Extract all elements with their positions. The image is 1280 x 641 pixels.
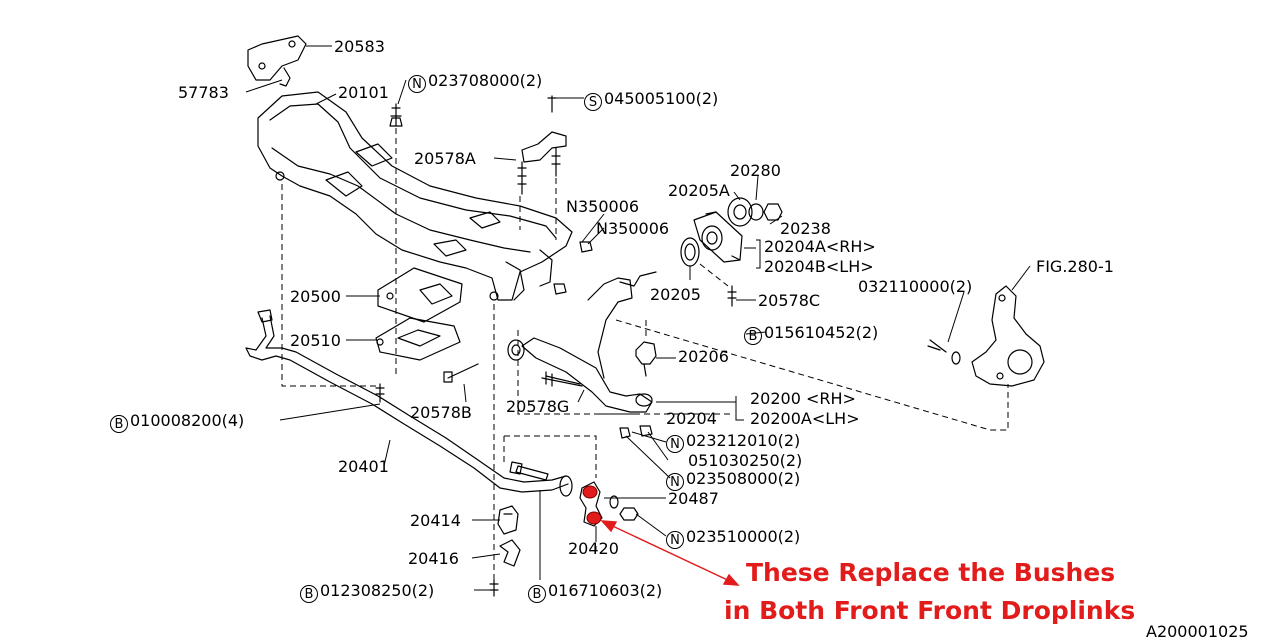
bolt-010008200 [375,383,385,403]
part-code: 015610452(2) [764,323,879,342]
bolt-symbol: B [110,415,128,433]
part-label-20401: 20401 [338,457,389,476]
callout-arrow [600,520,740,586]
bolt-20578B [443,363,479,383]
leader-lines [245,45,1031,591]
steering-knuckle [927,285,1045,387]
bolt-symbol: B [744,327,762,345]
part-label-20416: 20416 [408,549,459,568]
part-label-20578G: 20578G [506,397,570,416]
part-label-20487: 20487 [668,489,719,508]
screw-symbol: S [584,93,602,111]
part-label-20414: 20414 [410,511,461,530]
plate-20500 [377,267,463,323]
part-label-fig-280-1: FIG.280-1 [1036,257,1114,276]
washer-nut-group [609,425,653,521]
part-label-20280: 20280 [730,161,781,180]
ball-joint-20206 [635,341,657,377]
part-code: 016710603(2) [548,581,663,600]
part-label-20204B: 20204B<LH> [764,257,874,276]
part-label-20578C: 20578C [758,291,821,310]
stabilizer-bushing-20414 [497,505,519,535]
figure-id: A200001025 [1146,622,1249,641]
stabilizer-bar-20401 [245,309,573,497]
part-label-051030250: 051030250(2) [688,451,803,470]
bolt-023708000 [389,103,403,127]
part-code: 023508000(2) [686,469,801,488]
callout-line-2: in Both Front Front Droplinks [724,596,1136,625]
part-code: 023510000(2) [686,527,801,546]
part-label-20500: 20500 [290,287,341,306]
part-label-20578B: 20578B [410,403,472,422]
bolt-20578G [545,375,581,385]
callout-line-1: These Replace the Bushes [746,558,1116,587]
nut-symbol: N [666,435,684,453]
highlighted-droplink-bushes [582,485,602,525]
part-label-20205: 20205 [650,285,701,304]
part-label-20583: 20583 [334,37,385,56]
part-code: 012308250(2) [320,581,435,600]
droplink-upper-bush-highlight [582,485,598,499]
nut-symbol: N [666,531,684,549]
bolt-symbol: B [300,585,318,603]
part-label-20205A: 20205A [668,181,730,200]
nut-symbol: N [408,75,426,93]
assembly-dashed-lines [281,128,1009,592]
bushing-bracket-20204 [680,197,783,307]
part-label-57783: 57783 [178,83,229,102]
droplink-bolt [509,461,549,481]
part-label-20578A: 20578A [414,149,476,168]
crossmember-20101 [257,91,573,301]
bolt-symbol: B [528,585,546,603]
part-code: 023708000(2) [428,71,543,90]
part-code: 045005100(2) [604,89,719,108]
part-label-n350006-lower: N350006 [596,219,670,238]
part-label-n350006-upper: N350006 [566,197,640,216]
plate-20510 [375,317,461,361]
part-label-20238: 20238 [780,219,831,238]
part-label-20204: 20204 [666,409,717,428]
part-label-20420: 20420 [568,539,619,558]
mount-bracket-20583 [247,35,307,87]
nut-symbol: N [666,473,684,491]
droplink-lower-bush-highlight [586,511,602,525]
part-label-20206: 20206 [678,347,729,366]
part-code: 010008200(4) [130,411,245,430]
part-code: 023212010(2) [686,431,801,450]
part-label-20200A: 20200A<LH> [750,409,860,428]
part-label-20200: 20200 <RH> [750,389,856,408]
nut-n350006 [553,241,593,295]
part-label-20510: 20510 [290,331,341,350]
bracket-20578A [517,131,567,195]
lower-control-arm-20200 [507,271,657,413]
part-label-20101: 20101 [338,83,389,102]
part-label-20204A: 20204A<RH> [764,237,876,256]
part-label-032110000: 032110000(2) [858,277,973,296]
bolt-045005100 [547,95,557,113]
